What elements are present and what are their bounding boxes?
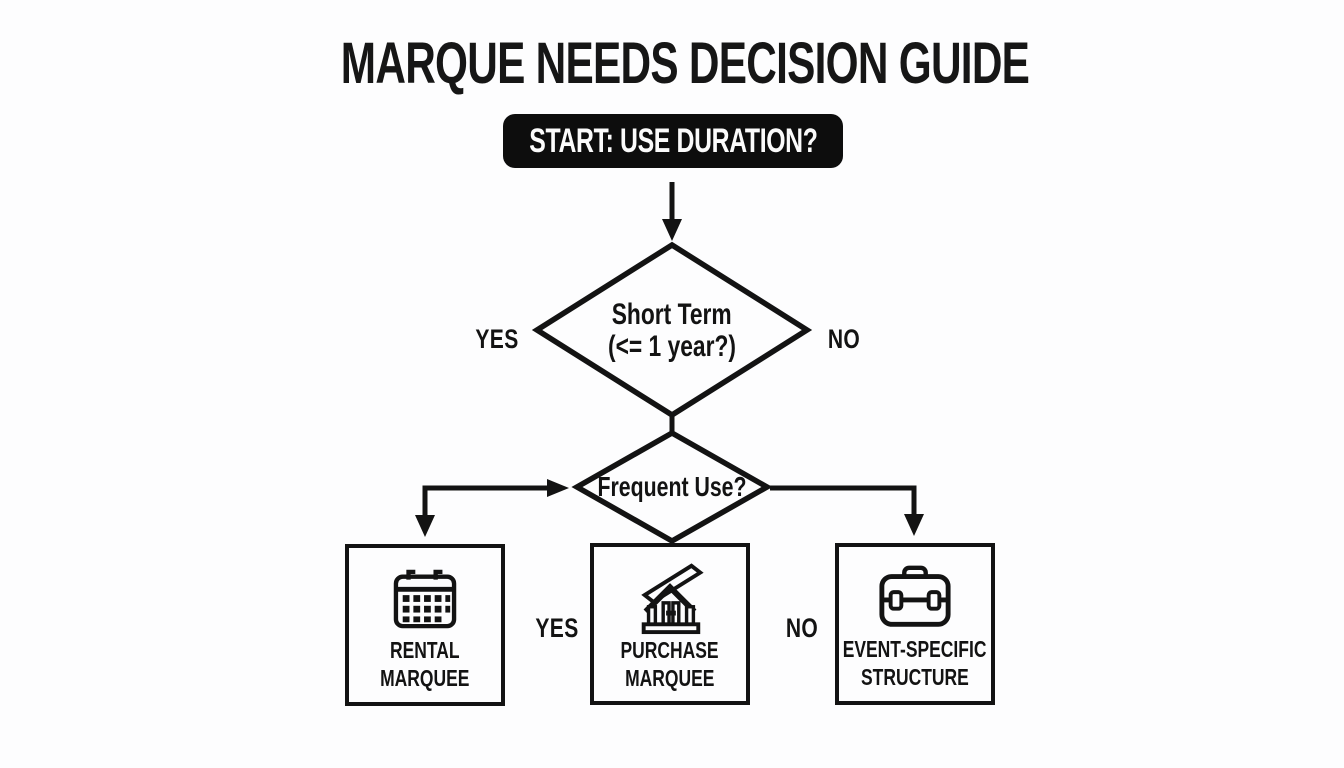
page-title-text: MARQUE NEEDS DECISION GUIDE — [340, 31, 1030, 96]
outcome-rental-marquee: RENTAL MARQUEE — [345, 544, 505, 706]
outcome-purchase-label: PURCHASE MARQUEE — [620, 637, 720, 692]
outcome-rental-label: RENTAL MARQUEE — [380, 636, 470, 691]
building-icon — [632, 558, 708, 636]
arrow-start-to-shortterm — [662, 182, 682, 241]
decision-shortterm-line2: (<= 1 year?) — [607, 330, 737, 364]
calendar-icon — [392, 568, 458, 630]
decision-shortterm-label: Short Term (<= 1 year?) — [588, 298, 756, 364]
start-node-label: START: USE DURATION? — [528, 121, 818, 160]
decision-frequentuse-label: Frequent Use? — [597, 471, 747, 502]
shortterm-yes-label: YES — [475, 324, 519, 354]
briefcase-icon — [877, 564, 953, 630]
outcome-event-label: EVENT-SPECIFIC STRUCTURE — [843, 635, 987, 690]
arrow-right-branch — [770, 485, 924, 536]
decision-shortterm-line1: Short Term — [612, 298, 732, 331]
frequentuse-yes-label: YES — [535, 613, 579, 643]
start-node: START: USE DURATION? — [503, 114, 843, 168]
decision-frequentuse-diamond — [571, 429, 773, 545]
page-title: MARQUE NEEDS DECISION GUIDE — [214, 30, 1157, 97]
outcome-purchase-marquee: PURCHASE MARQUEE — [590, 543, 750, 705]
shortterm-no-label: NO — [827, 324, 861, 354]
arrow-left-branch — [415, 479, 569, 537]
frequentuse-no-label: NO — [785, 613, 819, 643]
outcome-event-structure: EVENT-SPECIFIC STRUCTURE — [835, 543, 995, 705]
